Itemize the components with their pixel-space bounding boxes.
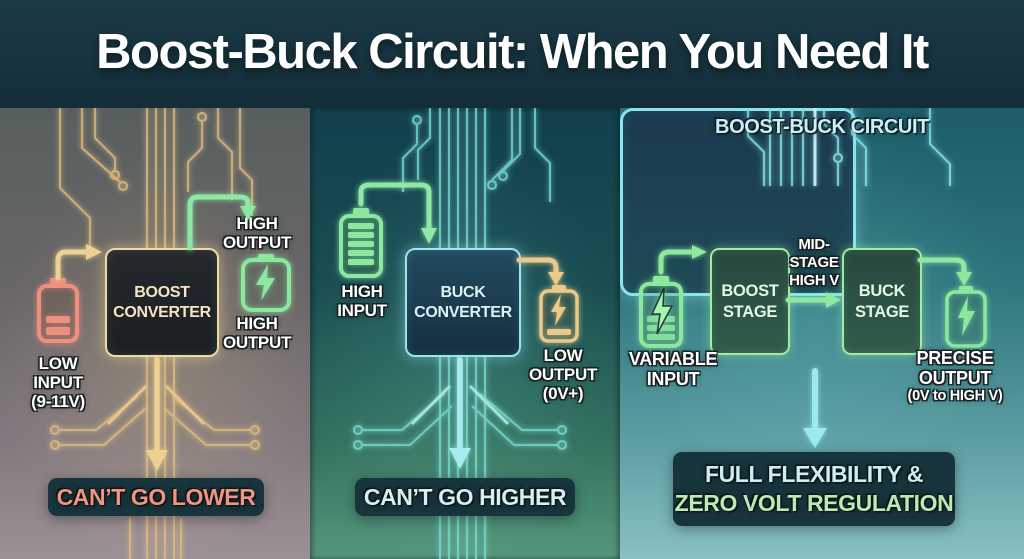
box-label-line: CONVERTER [414, 303, 512, 321]
high-output-battery-icon [241, 254, 291, 312]
low-battery-icon [37, 278, 79, 343]
box-label-line: BOOST [134, 283, 190, 301]
label-line: MID- [798, 236, 830, 253]
verdict-text: CAN’T GO LOWER [56, 483, 256, 510]
circuit-traces-cyan-top [746, 108, 952, 186]
verdict-badge-boostbuck: FULL FLEXIBILITY & ZERO VOLT REGULATION [673, 452, 955, 526]
buck-panel-arrows [358, 182, 564, 469]
mid-stage-arrow [785, 292, 841, 308]
down-arrow [146, 357, 168, 471]
down-arrow [449, 357, 471, 469]
boost-panel: LOW INPUT (9-11V) BOOST CONVERTER HIGH O… [0, 108, 310, 559]
verdict-text: CAN’T GO HIGHER [363, 483, 567, 510]
page-title: Boost-Buck Circuit: When You Need It [96, 25, 929, 79]
precise-output-battery-icon [945, 286, 987, 348]
label-line: HIGH [236, 314, 278, 333]
label-line: OUTPUT [918, 368, 992, 389]
input-arrow [658, 245, 707, 275]
precise-output-label: PRECISE OUTPUT (0V to HIGH V) [893, 348, 1017, 405]
label-line: (0V to HIGH V) [907, 388, 1003, 405]
label-line: PRECISE [916, 348, 994, 368]
verdict-text-line1: FULL FLEXIBILITY & [704, 461, 924, 488]
mid-stage-label: MID- STAGE HIGH V [777, 236, 851, 290]
low-input-label: LOW INPUT (9-11V) [6, 354, 110, 411]
boost-panel-arrows [55, 194, 256, 471]
label-line: INPUT [646, 369, 700, 390]
label-line: HIGH [341, 282, 383, 301]
box-label-line: STAGE [722, 302, 778, 321]
low-output-label: LOW OUTPUT (0V+) [513, 346, 613, 403]
verdict-badge-boost: CAN’T GO LOWER [48, 478, 264, 516]
label-line: INPUT [33, 373, 83, 393]
label-line: (9-11V) [31, 392, 85, 412]
verdict-badge-buck: CAN’T GO HIGHER [355, 478, 575, 516]
box-label-line: STAGE [854, 302, 910, 321]
verdict-text-line2: ZERO VOLT REGULATION [674, 490, 954, 516]
label-line: HIGH V [789, 272, 839, 289]
label-line: (0V+) [542, 384, 584, 404]
label-line: LOW [38, 354, 78, 373]
output-arrow [187, 194, 256, 251]
output-arrow [516, 257, 564, 286]
high-input-label: HIGH INPUT [310, 282, 414, 320]
label-line: STAGE [789, 254, 839, 271]
high-output-label-bottom: HIGH OUTPUT [205, 314, 309, 352]
down-arrow [803, 368, 827, 448]
input-arrow [358, 182, 437, 244]
variable-input-label: VARIABLE INPUT [620, 349, 726, 389]
label-line: INPUT [337, 301, 387, 321]
title-bar: Boost-Buck Circuit: When You Need It [0, 0, 1024, 108]
circuit-traces-orange [49, 108, 261, 559]
high-output-label-top: HIGH OUTPUT [205, 214, 309, 252]
box-label-line: BUCK [440, 283, 486, 301]
buck-panel: HIGH INPUT BUCK CONVERTER LOW OUTPUT (0V… [310, 108, 620, 559]
label-line: OUTPUT [222, 233, 292, 253]
label-line: HIGH [236, 214, 278, 233]
buck-stage-box: BUCK STAGE [842, 248, 922, 355]
label-line: VARIABLE [628, 349, 718, 369]
label-line: LOW [543, 346, 583, 365]
box-label-line: BUCK [858, 281, 906, 300]
boostbuck-panel: BOOST-BUCK CIRCUIT BOOST STAGE BUCK STAG… [620, 108, 1024, 559]
boostbuck-circuit-title: BOOST-BUCK CIRCUIT [715, 116, 929, 138]
output-arrow [917, 257, 972, 286]
low-output-battery-icon [539, 285, 579, 343]
boostbuck-panel-arrows [658, 245, 972, 448]
label-line: OUTPUT [222, 333, 292, 353]
box-label-line: BOOST [721, 281, 779, 300]
box-label-line: CONVERTER [113, 303, 211, 321]
buck-converter-box: BUCK CONVERTER [405, 248, 521, 357]
input-arrow [55, 244, 102, 281]
high-input-battery-icon [339, 208, 383, 278]
label-line: OUTPUT [528, 365, 598, 385]
boost-converter-box: BOOST CONVERTER [105, 248, 219, 357]
variable-input-battery-icon [639, 276, 683, 348]
